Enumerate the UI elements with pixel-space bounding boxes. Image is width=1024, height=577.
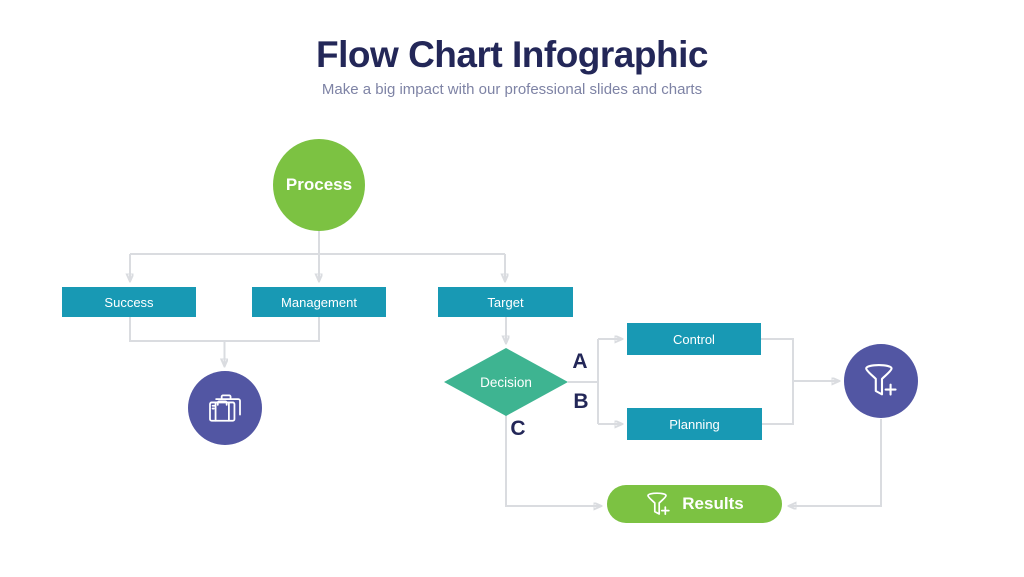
branch-label-a: A <box>572 350 588 373</box>
node-briefcase <box>188 371 262 445</box>
node-funnel <box>844 344 918 418</box>
node-control-label: Control <box>673 331 715 347</box>
connector-cp-merge <box>761 338 794 425</box>
page-title: Flow Chart Infographic <box>316 34 708 75</box>
funnel-plus-icon <box>862 362 900 400</box>
connector-funnel-to-results <box>789 419 882 506</box>
node-success: Success <box>62 287 196 317</box>
node-control: Control <box>627 323 761 355</box>
node-planning-label: Planning <box>669 416 720 432</box>
node-success-label: Success <box>104 294 154 310</box>
connector-merge-bottom <box>129 317 320 342</box>
node-results-label: Results <box>682 494 744 513</box>
node-process-label: Process <box>285 175 353 194</box>
node-results: Results <box>607 485 782 523</box>
node-target-label: Target <box>487 294 524 310</box>
branch-label-c: C <box>510 417 526 440</box>
node-target: Target <box>438 287 573 317</box>
node-decision-label: Decision <box>480 374 532 390</box>
node-process: Process <box>273 139 365 231</box>
page-subtitle: Make a big impact with our professional … <box>321 81 703 98</box>
connector-c-to-results <box>505 415 601 506</box>
branch-label-b: B <box>573 390 589 413</box>
briefcase-icon <box>205 390 245 426</box>
node-planning: Planning <box>627 408 762 440</box>
connector-decision-split <box>568 339 599 424</box>
node-management: Management <box>252 287 386 317</box>
node-management-label: Management <box>281 294 357 310</box>
funnel-plus-icon <box>645 491 672 518</box>
